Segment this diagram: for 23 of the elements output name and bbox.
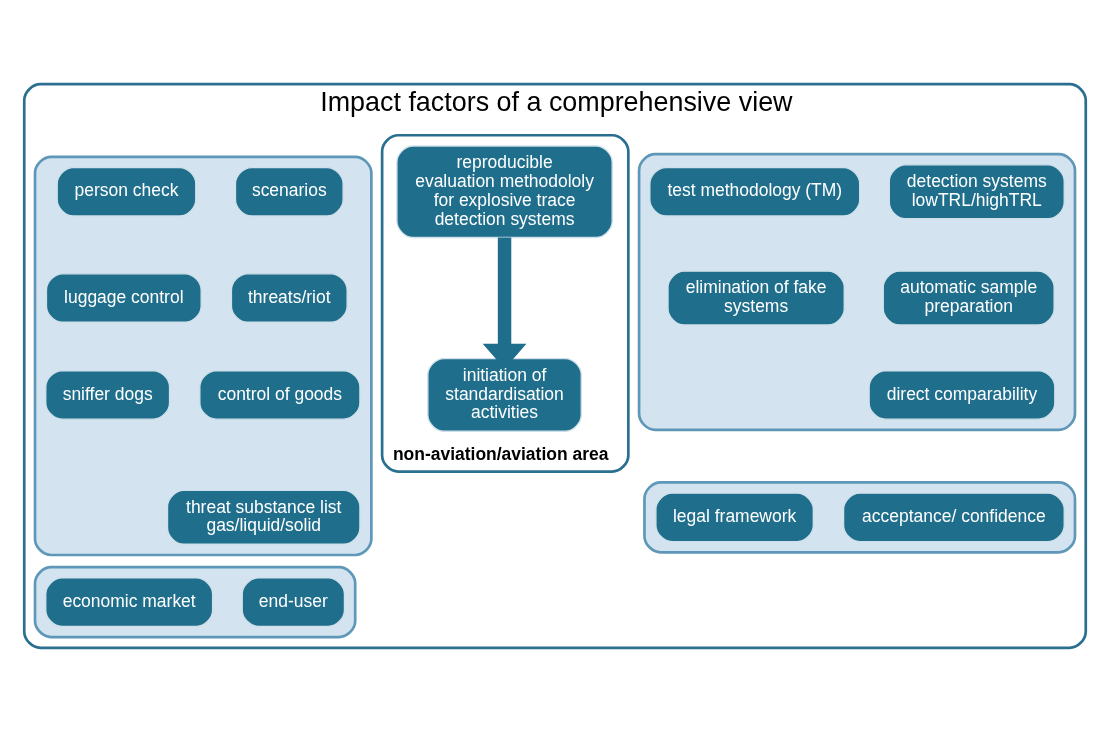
- node-box: control of goods: [199, 369, 361, 420]
- node-box: acceptance/ confidence: [842, 491, 1065, 542]
- node-box: test methodology (TM): [649, 166, 861, 217]
- node-box: scenarios: [234, 166, 344, 217]
- node-box: luggage control: [45, 272, 202, 323]
- node-box: initiation of standardisation activities: [427, 357, 582, 432]
- node-box: automatic sample preparation: [882, 269, 1055, 326]
- arrow: [482, 237, 527, 369]
- cluster: [643, 480, 1077, 554]
- node-box: threats/riot: [230, 272, 348, 323]
- node-box: threat substance list gas/liquid/solid: [166, 489, 361, 545]
- cluster: [33, 565, 357, 638]
- node-box: sniffer dogs: [45, 369, 171, 420]
- node-box: person check: [56, 166, 197, 217]
- cluster: [33, 154, 373, 556]
- cluster: [637, 152, 1077, 431]
- node-box: elimination of fake systems: [667, 269, 845, 326]
- node-box: end-user: [241, 576, 346, 627]
- node-box: detection systems lowTRL/highTRL: [888, 163, 1065, 219]
- node-box: economic market: [45, 576, 214, 627]
- node-box: legal framework: [655, 491, 814, 542]
- node-box: direct comparability: [868, 369, 1056, 420]
- node-box: reproducible evaluation methodololy for explosive trace detection systems: [396, 144, 613, 238]
